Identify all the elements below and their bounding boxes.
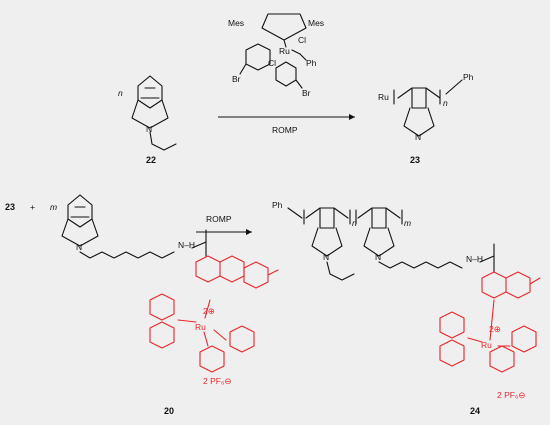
amide-nh-label: N–H (466, 254, 483, 264)
phenyl-end-label: Ph (463, 72, 474, 82)
bromo-label: Br (232, 74, 241, 84)
repeat-m-label: m (404, 218, 411, 228)
compound-label-23: 23 (410, 155, 420, 165)
compound-label-22: 22 (146, 155, 156, 165)
imide-n-label: N (375, 252, 381, 262)
counterion-label: 2 PF₆⊖ (203, 376, 232, 386)
catalyst-structure: Mes Mes Ru Cl Cl Ph Br Br (228, 13, 324, 98)
reactant-label-23: 23 (5, 202, 15, 212)
ru-complex-24: Ru 2⊕ 2 PF₆⊖ (439, 271, 541, 400)
monomer-20-structure: N N–H (61, 194, 207, 259)
monomer-22-structure: N (131, 75, 177, 151)
n-equivalents-label: n (118, 88, 123, 98)
imide-n-label: N (146, 124, 152, 134)
counterion-label: 2 PF₆⊖ (497, 390, 526, 400)
mes-label: Mes (308, 18, 324, 28)
phenyl-end-label: Ph (272, 200, 283, 210)
imide-n-label: N (323, 252, 329, 262)
ruthenium-center-label: Ru (481, 340, 492, 350)
complex-charge-label: 2⊕ (203, 306, 215, 316)
imide-n-label: N (76, 242, 82, 252)
ruthenium-label: Ru (279, 46, 290, 56)
ruthenium-end-label: Ru (378, 92, 389, 102)
phenyl-label: Ph (306, 58, 317, 68)
bromo-label: Br (302, 88, 311, 98)
arrow-label-romp: ROMP (206, 214, 232, 224)
arrow-label-romp: ROMP (272, 125, 298, 135)
repeat-n-label: n (352, 218, 357, 228)
ruthenium-center-label: Ru (195, 322, 206, 332)
complex-charge-label: 2⊕ (489, 324, 501, 334)
chloride-label: Cl (298, 35, 306, 45)
imide-n-label: N (415, 132, 421, 142)
chloride-label: Cl (268, 58, 276, 68)
mes-label: Mes (228, 18, 244, 28)
m-equivalents-label: m (50, 202, 57, 212)
amide-nh-label: N–H (178, 240, 195, 250)
ru-complex-20: Ru 2⊕ 2 PF₆⊖ (149, 255, 279, 386)
repeat-n-label: n (443, 98, 448, 108)
compound-label-20: 20 (164, 406, 174, 416)
plus-sign: + (30, 202, 35, 212)
compound-label-24: 24 (470, 406, 480, 416)
polymer-23-structure: Ru N n Ph (378, 72, 474, 142)
copolymer-24-structure: Ph N n N m N–H (272, 200, 495, 281)
